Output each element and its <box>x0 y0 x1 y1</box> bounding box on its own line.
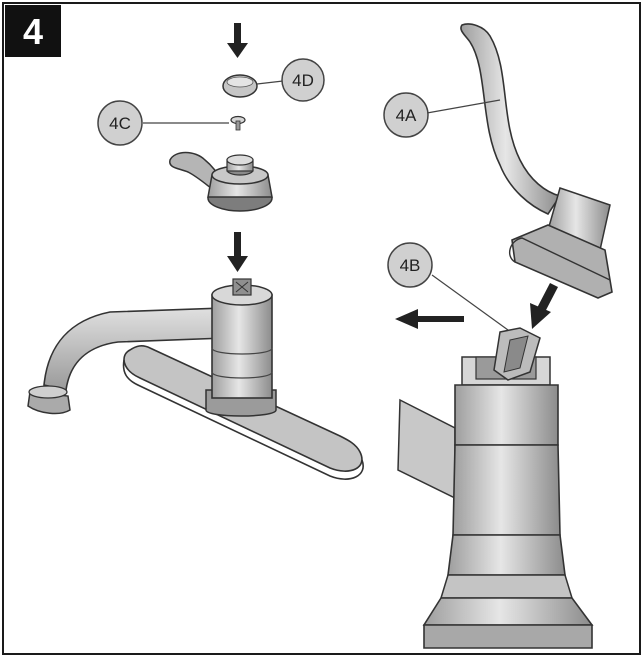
faucet-base-part <box>397 327 594 649</box>
step-number: 4 <box>23 11 43 52</box>
upper-spout-part <box>460 23 613 299</box>
callout-4c-label: 4C <box>109 114 131 133</box>
arrow-down-icon <box>530 283 558 329</box>
callout-4c: 4C <box>97 100 143 146</box>
callout-4b-label: 4B <box>400 256 421 275</box>
step-badge: 4 <box>5 5 61 57</box>
callout-4b: 4B <box>387 242 433 288</box>
screw-part <box>230 115 246 131</box>
arrow-down-icon <box>227 23 248 58</box>
callout-leader-4d <box>256 80 284 85</box>
callout-leader-4a <box>426 99 501 114</box>
callout-4a: 4A <box>383 92 429 138</box>
callout-leader-4b <box>431 274 509 331</box>
callout-4a-label: 4A <box>396 106 417 125</box>
callout-4d-label: 4D <box>292 71 314 90</box>
arrow-left-icon <box>395 309 464 329</box>
callout-4d: 4D <box>281 58 325 102</box>
valve-body-part <box>205 278 277 417</box>
cap-button-part <box>222 74 258 98</box>
arrow-down-icon <box>227 232 248 272</box>
handle-lever-part <box>169 151 273 212</box>
